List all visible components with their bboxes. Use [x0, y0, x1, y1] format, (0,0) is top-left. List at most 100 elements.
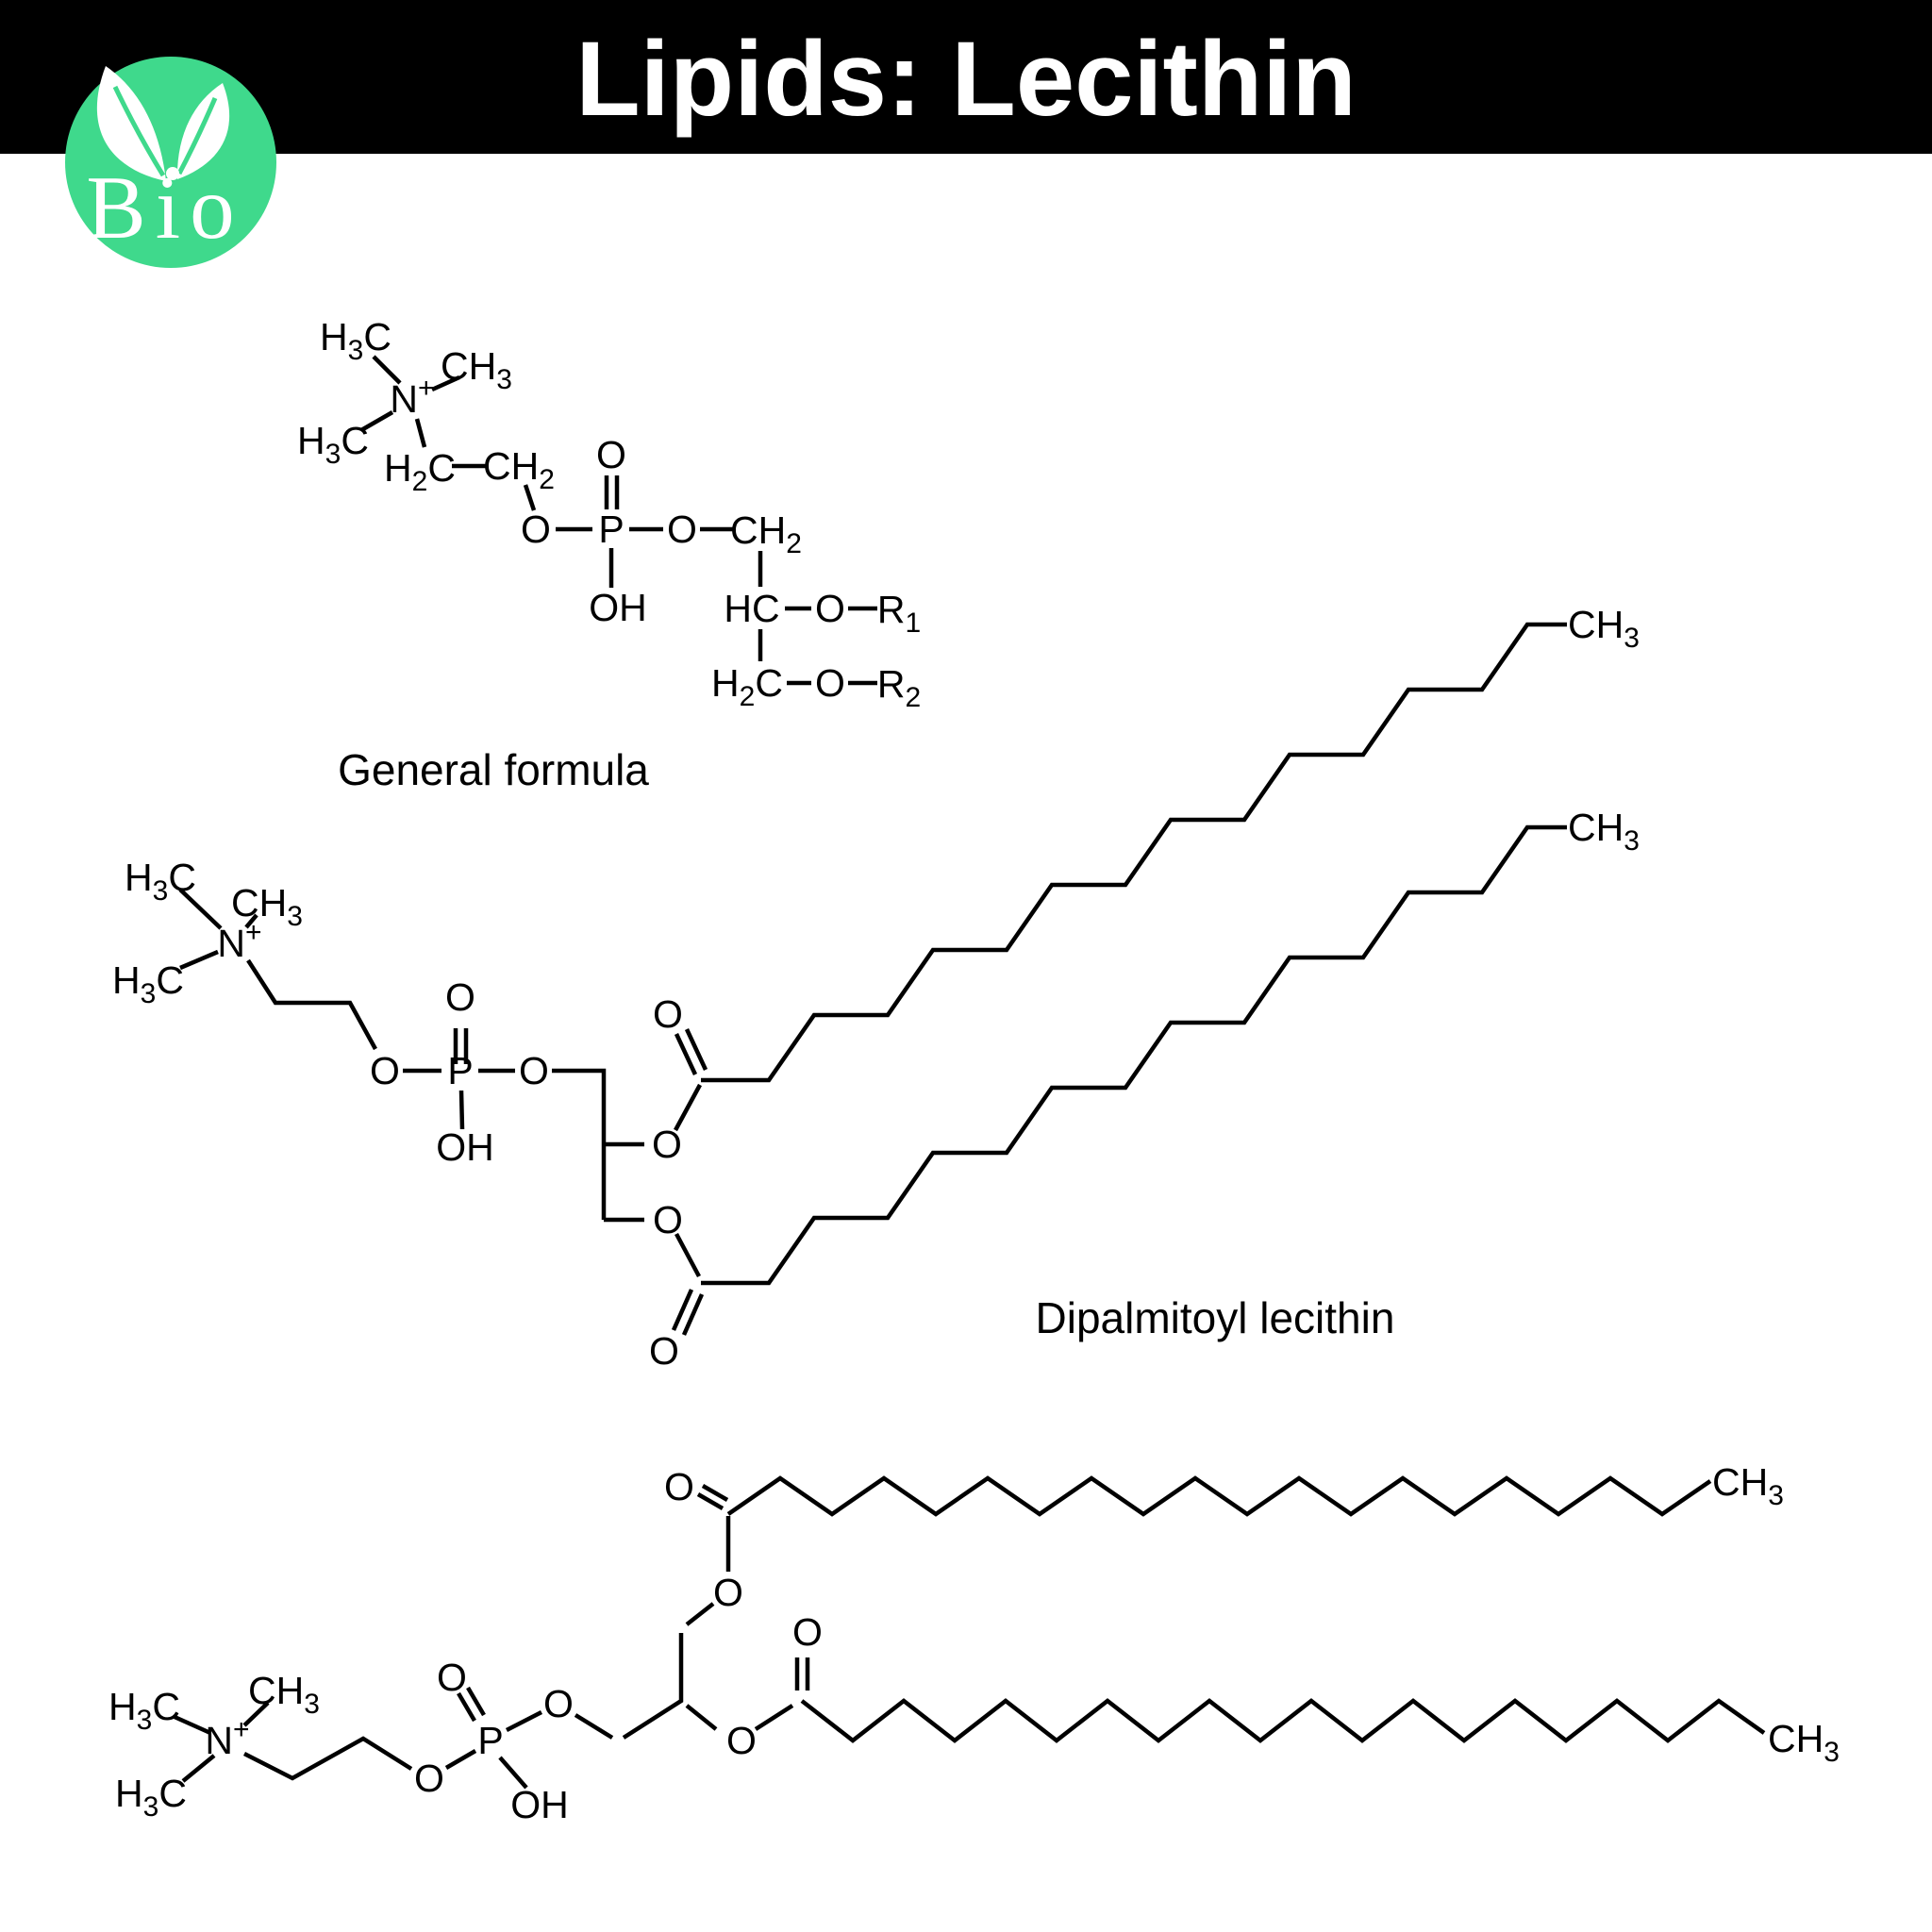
structure-caption-general-formula: General formula [338, 745, 649, 794]
bond-chain [242, 1736, 413, 1781]
bond [685, 1602, 715, 1626]
bond [498, 1756, 528, 1790]
atom-label: O [815, 661, 845, 705]
atom-label: O [653, 1198, 683, 1241]
atom-label: O [664, 1465, 694, 1508]
bio-logo: Bio [65, 57, 276, 268]
atom-label: CH3 [441, 344, 512, 395]
bond [457, 1691, 476, 1723]
atom-label: P [598, 508, 624, 551]
bond [684, 1028, 708, 1071]
bond [359, 410, 394, 432]
atom-label: O [519, 1049, 549, 1092]
atom-label: CH2 [730, 508, 802, 559]
bond [431, 375, 460, 392]
atom-label: H3C [115, 1772, 187, 1823]
atom-label: O [815, 587, 845, 630]
bond-chain [800, 1698, 1766, 1743]
bond [179, 949, 219, 971]
atom-label: O [414, 1757, 444, 1800]
atom-label: CH3 [231, 881, 303, 932]
leaf-seed-dot [166, 167, 179, 180]
atom-label: H3C [125, 856, 196, 907]
bond [505, 1709, 543, 1733]
bond [181, 1754, 216, 1783]
atom-label: O [521, 508, 551, 551]
atom-label: O [653, 992, 683, 1036]
bond-chain [701, 622, 1567, 1083]
bond [685, 1704, 718, 1731]
atom-label: H2C [384, 446, 456, 497]
atom-label: CH3 [1568, 806, 1640, 857]
leaf-left-vein [112, 85, 166, 177]
bond-chain [552, 1068, 607, 1220]
atom-label: N+ [390, 373, 434, 421]
atom-label: P [477, 1719, 503, 1762]
header-bar [0, 0, 1932, 154]
bond [466, 1686, 486, 1717]
bond [574, 1713, 614, 1740]
bond [174, 1714, 211, 1736]
atom-label: H3C [112, 958, 184, 1009]
atom-label: H3C [320, 315, 391, 366]
atom-label: CH2 [483, 444, 555, 495]
atom-label: O [445, 975, 475, 1019]
bond [675, 1232, 701, 1278]
atom-label: O [543, 1682, 574, 1725]
bond-chain [726, 1475, 1712, 1517]
structure-caption-dipalmitoyl: Dipalmitoyl lecithin [1036, 1293, 1395, 1342]
atom-label: CH3 [1768, 1717, 1840, 1768]
bond [674, 1033, 698, 1075]
bond [414, 418, 427, 448]
bond-chain [622, 1633, 684, 1740]
leaf-right-vein [176, 97, 218, 175]
atom-label: O [649, 1329, 679, 1373]
bond [444, 1749, 477, 1770]
atom-label: O [370, 1049, 400, 1092]
atom-label: H2C [711, 661, 783, 712]
page-title: Lipids: Lecithin [575, 20, 1357, 138]
atom-label: O [437, 1656, 467, 1699]
atom-label: HC [724, 587, 779, 630]
atom-label: N+ [205, 1714, 249, 1762]
bond [244, 913, 258, 929]
atom-label: O [713, 1571, 743, 1614]
bond [671, 1289, 694, 1331]
bond [674, 1083, 702, 1132]
atom-label: R2 [877, 662, 921, 713]
atom-label: R1 [877, 588, 921, 639]
bond-chain [246, 958, 377, 1051]
bond [458, 1090, 465, 1130]
bond [178, 888, 223, 930]
bio-logo-text: Bio [86, 158, 243, 258]
atom-label: O [652, 1123, 682, 1166]
atom-label: OH [589, 586, 647, 629]
bond [372, 355, 402, 385]
bond [754, 1704, 794, 1731]
atom-label: O [596, 433, 626, 476]
atom-label: OH [436, 1125, 494, 1169]
atom-label: CH3 [1712, 1460, 1784, 1511]
atom-label: CH3 [1568, 603, 1640, 654]
bond-chain [701, 824, 1567, 1286]
two-leaves-icon [96, 66, 230, 181]
atom-label: CH3 [248, 1669, 320, 1720]
bond [701, 1484, 729, 1502]
bond [523, 484, 537, 511]
atom-label: O [667, 508, 697, 551]
bond [696, 1492, 724, 1510]
atom-label: H3C [297, 419, 369, 470]
atom-label: OH [510, 1783, 569, 1826]
bond [242, 1701, 270, 1727]
atom-label: O [792, 1610, 823, 1654]
atom-label: O [726, 1719, 757, 1762]
atom-label: N+ [217, 917, 261, 965]
atom-label: P [447, 1049, 473, 1092]
atom-label: H3C [108, 1685, 180, 1736]
